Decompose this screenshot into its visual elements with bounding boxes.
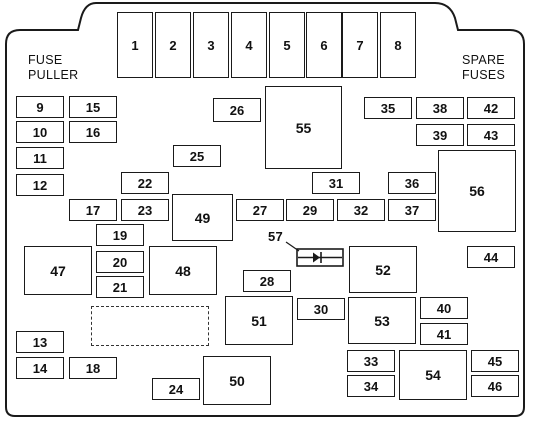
fuse-26: 26 [213,98,261,122]
fuse-35: 35 [364,97,412,119]
fuse-2: 2 [155,12,191,78]
fuse-42: 42 [467,97,515,119]
relay-54: 54 [399,350,467,400]
fuse-1: 1 [117,12,153,78]
fuse-puller-label-line2: PULLER [28,68,79,82]
fuse-20: 20 [96,251,144,273]
fuse-11: 11 [16,147,64,169]
fuse-38: 38 [416,97,464,119]
fuse-17: 17 [69,199,117,221]
fuse-13: 13 [16,331,64,353]
fuse-8: 8 [380,12,416,78]
relay-53: 53 [348,297,416,344]
fuse-23: 23 [121,199,169,221]
fuse-5: 5 [269,12,305,78]
fuse-45: 45 [471,350,519,372]
fuse-9: 9 [16,96,64,118]
fuse-31: 31 [312,172,360,194]
fuse-44: 44 [467,246,515,268]
fuse-3: 3 [193,12,229,78]
fuse-46: 46 [471,375,519,397]
fuse-39: 39 [416,124,464,146]
diode-icon [285,241,344,267]
fuse-puller-label-line1: FUSE [28,53,63,67]
fuse-25: 25 [173,145,221,167]
fuse-33: 33 [347,350,395,372]
diode-number-label: 57 [268,229,284,244]
relay-55: 55 [265,86,342,169]
spare-fuses-label-line1: SPARE [462,53,505,67]
relay-50: 50 [203,356,271,405]
fuse-28: 28 [243,270,291,292]
fuse-10: 10 [16,121,64,143]
fuse-40: 40 [420,297,468,319]
fuse-43: 43 [467,124,515,146]
fuse-15: 15 [69,96,117,118]
fuse-19: 19 [96,224,144,246]
relay-49: 49 [172,194,233,241]
fuse-32: 32 [337,199,385,221]
fuse-21: 21 [96,276,144,298]
fuse-14: 14 [16,357,64,379]
fuse-41: 41 [420,323,468,345]
relay-51: 51 [225,296,293,345]
relay-56: 56 [438,150,516,232]
fuse-4: 4 [231,12,267,78]
fuse-6: 6 [306,12,342,78]
relay-47: 47 [24,246,92,295]
fuse-36: 36 [388,172,436,194]
fuse-34: 34 [347,375,395,397]
empty-relay-position [91,306,209,346]
fuse-30: 30 [297,298,345,320]
fuse-24: 24 [152,378,200,400]
fuse-12: 12 [16,174,64,196]
fuse-29: 29 [286,199,334,221]
spare-fuses-label-line2: FUSES [462,68,506,82]
fuse-7: 7 [342,12,378,78]
fuse-22: 22 [121,172,169,194]
fuse-16: 16 [69,121,117,143]
relay-48: 48 [149,246,217,295]
relay-52: 52 [349,246,417,293]
fuse-27: 27 [236,199,284,221]
fuse-18: 18 [69,357,117,379]
fuse-block-border [5,2,525,417]
fuse-37: 37 [388,199,436,221]
